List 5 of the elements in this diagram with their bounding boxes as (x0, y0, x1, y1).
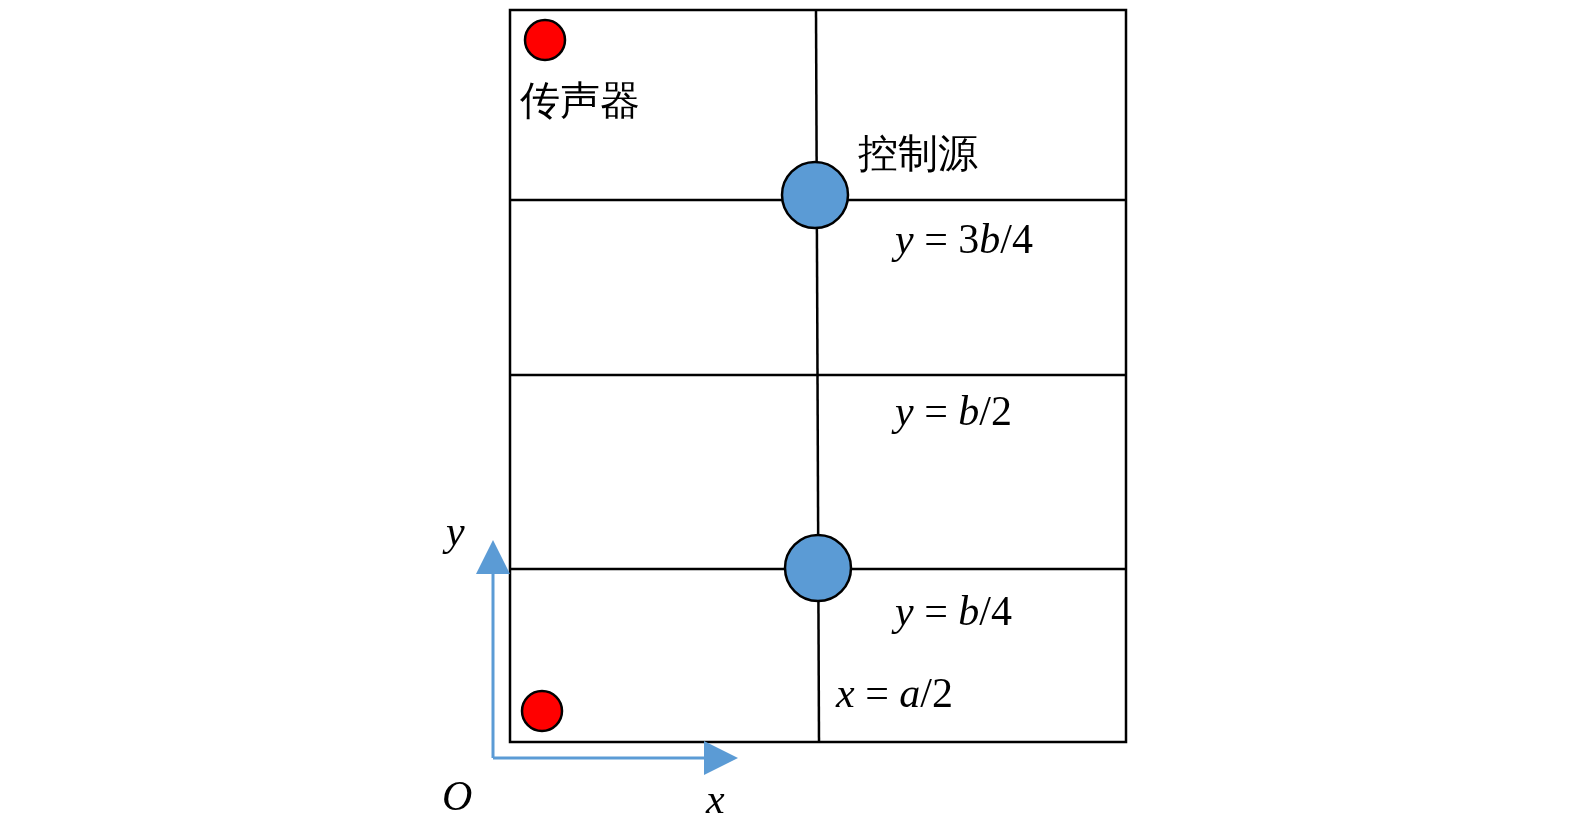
control-source-label: 控制源 (858, 133, 978, 173)
origin-label: O (442, 775, 473, 817)
equation-label: x = a/2 (836, 672, 953, 714)
microphone-label: 传声器 (520, 80, 640, 120)
axis-label: x (706, 778, 725, 820)
